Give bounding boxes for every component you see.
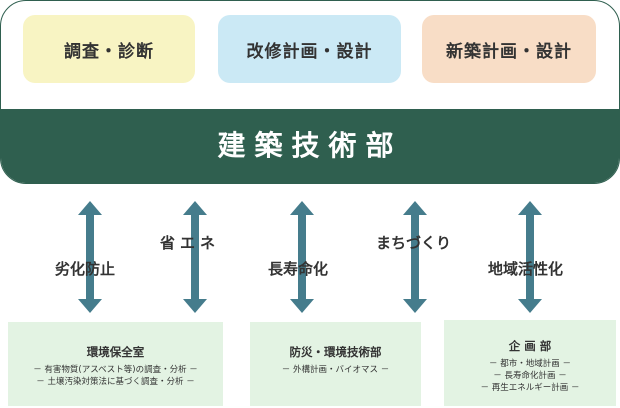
- bidirectional-arrow: [518, 201, 542, 313]
- org-item: － 有害物質(アスベスト等)の調査・分析 －: [33, 365, 198, 375]
- org-item: － 土壌汚染対策法に基づく調査・分析 －: [36, 377, 195, 387]
- org-item: － 外構計画・バイオマス －: [281, 365, 390, 375]
- org-item: － 都市・地域計画 －: [489, 359, 571, 369]
- service-box-survey: 調査・診断: [23, 15, 195, 83]
- service-box-renovation: 改修計画・設計: [218, 15, 401, 83]
- department-title: 建築技術部: [217, 129, 403, 162]
- bidirectional-arrow: [183, 201, 207, 313]
- theme-label-town-planning: まちづくり: [376, 234, 452, 252]
- org-item: － 長寿命化計画 －: [493, 371, 567, 381]
- bidirectional-arrow: [290, 201, 314, 313]
- org-title: 防災・環境技術部: [289, 345, 382, 359]
- bidirectional-arrow: [78, 201, 102, 313]
- theme-label-deterioration: 劣化防止: [55, 260, 116, 278]
- org-title: 企 画 部: [508, 339, 552, 353]
- org-box-environment: 環境保全室 － 有害物質(アスベスト等)の調査・分析 － － 土壌汚染対策法に基…: [8, 322, 223, 406]
- department-band: [1, 109, 619, 183]
- org-box-disaster-prevention: 防災・環境技術部 － 外構計画・バイオマス －: [250, 322, 421, 406]
- theme-label-longevity: 長寿命化: [268, 260, 329, 278]
- construction-dept-panel: 調査・診断 改修計画・設計 新築計画・設計: [0, 0, 620, 184]
- theme-label-regional-revitalization: 地域活性化: [488, 260, 564, 278]
- service-box-new-build: 新築計画・設計: [422, 15, 596, 83]
- bidirectional-arrow: [403, 201, 427, 313]
- org-box-planning: 企 画 部 － 都市・地域計画 － － 長寿命化計画 － － 再生エネルギー計画…: [444, 320, 616, 406]
- theme-label-energy-saving: 省エネ: [160, 234, 221, 252]
- org-title: 環境保全室: [86, 345, 145, 359]
- org-item: － 再生エネルギー計画 －: [480, 383, 580, 393]
